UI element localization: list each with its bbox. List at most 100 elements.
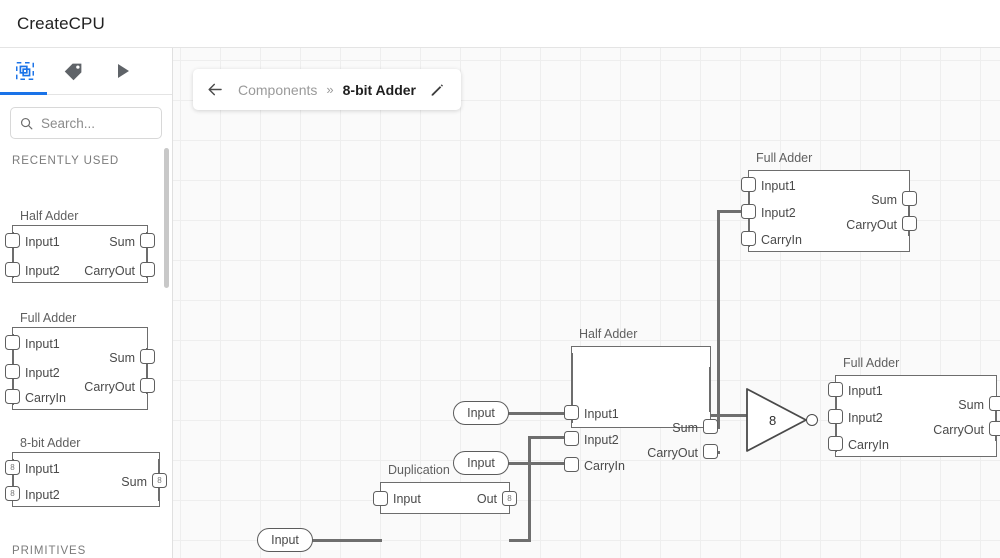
port-input1[interactable] bbox=[5, 233, 20, 248]
sidebar: RECENTLY USED Half Adder Input1 Input2 S… bbox=[0, 48, 173, 558]
component-box[interactable]: Input1 Input2 Sum CarryOut bbox=[5, 225, 155, 283]
schematic-canvas[interactable]: Components » 8-bit Adder bbox=[173, 48, 1000, 558]
search-input[interactable] bbox=[41, 115, 151, 131]
port-input2[interactable] bbox=[741, 204, 756, 219]
port-label: Input2 bbox=[25, 264, 60, 278]
input-pill-2[interactable]: Input bbox=[453, 451, 509, 475]
port-rail bbox=[146, 232, 148, 278]
wire-segment bbox=[528, 436, 531, 541]
component-box[interactable]: Input1 Input2 CarryIn Sum CarryOut bbox=[564, 346, 718, 473]
input-pill-3[interactable]: Input bbox=[257, 528, 313, 552]
port-label: Sum bbox=[121, 475, 147, 489]
arrow-left-icon bbox=[208, 83, 222, 96]
palette-item-title: Half Adder bbox=[20, 209, 79, 223]
port-rail bbox=[571, 353, 573, 423]
port-sum[interactable] bbox=[989, 396, 1000, 411]
run-tab[interactable] bbox=[98, 48, 147, 95]
port-input1[interactable] bbox=[828, 382, 843, 397]
port-input2[interactable] bbox=[5, 364, 20, 379]
port-input2[interactable] bbox=[5, 262, 20, 277]
port-input2[interactable] bbox=[564, 431, 579, 446]
component-box[interactable]: Input1 Input2 CarryIn Sum CarryOut bbox=[828, 375, 1000, 457]
active-tab-indicator bbox=[0, 92, 47, 95]
breadcrumb-current: 8-bit Adder bbox=[342, 81, 416, 98]
wire-segment bbox=[717, 210, 753, 213]
node-full-adder-right[interactable]: Full Adder Input1 Input2 CarryIn Sum Car… bbox=[828, 356, 1000, 457]
port-rail bbox=[908, 191, 910, 236]
port-input1[interactable] bbox=[5, 335, 20, 350]
section-primitives: PRIMITIVES bbox=[12, 545, 87, 557]
port-label: Input1 bbox=[584, 407, 619, 421]
port-rail bbox=[709, 367, 711, 412]
port-label: CarryOut bbox=[84, 380, 135, 394]
sidebar-scrollbar[interactable] bbox=[164, 148, 169, 288]
port-input1[interactable]: 8 bbox=[5, 460, 20, 475]
port-sum[interactable] bbox=[703, 419, 718, 434]
port-label: Input1 bbox=[25, 235, 60, 249]
wire-segment bbox=[312, 539, 382, 542]
not-gate-label: 8 bbox=[769, 413, 777, 428]
port-label: Sum bbox=[109, 235, 135, 249]
not-gate[interactable]: 8 bbox=[744, 385, 826, 455]
not-gate-bubble bbox=[806, 414, 818, 426]
node-title: Duplication bbox=[388, 463, 450, 477]
port-sum[interactable] bbox=[140, 233, 155, 248]
back-button[interactable] bbox=[206, 80, 225, 99]
port-label: CarryIn bbox=[761, 233, 802, 247]
port-label: CarryOut bbox=[647, 446, 698, 460]
component-box[interactable]: Input1 Input2 CarryIn Sum CarryOut bbox=[741, 170, 917, 252]
port-input2[interactable] bbox=[828, 409, 843, 424]
sidebar-tabs bbox=[0, 48, 172, 95]
port-label: Input1 bbox=[25, 462, 60, 476]
port-carryout[interactable] bbox=[902, 216, 917, 231]
port-carryin[interactable] bbox=[5, 389, 20, 404]
port-label: CarryIn bbox=[25, 391, 66, 405]
search-box[interactable] bbox=[10, 107, 162, 139]
port-carryin[interactable] bbox=[828, 436, 843, 451]
port-input1[interactable] bbox=[741, 177, 756, 192]
port-rail bbox=[12, 459, 14, 501]
component-box[interactable]: 8 Input1 8 Input2 8 Sum bbox=[5, 452, 167, 507]
component-box[interactable]: Input1 Input2 CarryIn Sum CarryOut bbox=[5, 327, 155, 410]
port-label: Input1 bbox=[761, 179, 796, 193]
palette-item-title: 8-bit Adder bbox=[20, 436, 81, 450]
port-label: Sum bbox=[672, 421, 698, 435]
port-input2[interactable]: 8 bbox=[5, 486, 20, 501]
port-carryin[interactable] bbox=[564, 457, 579, 472]
port-carryout[interactable] bbox=[140, 262, 155, 277]
rename-button[interactable] bbox=[429, 82, 445, 98]
port-carryout[interactable] bbox=[703, 444, 718, 459]
port-sum[interactable] bbox=[140, 349, 155, 364]
palette-item-full-adder[interactable]: Full Adder Input1 Input2 CarryIn Sum Car… bbox=[5, 311, 155, 410]
port-label: Input1 bbox=[25, 337, 60, 351]
port-label: CarryOut bbox=[933, 423, 984, 437]
node-duplication[interactable]: Duplication Input 8 Out bbox=[373, 463, 517, 514]
wire-segment bbox=[528, 436, 578, 439]
palette-item-8bit-adder[interactable]: 8-bit Adder 8 Input1 8 Input2 8 Sum bbox=[5, 436, 167, 507]
port-label: Input1 bbox=[848, 384, 883, 398]
labels-tab[interactable] bbox=[49, 48, 98, 95]
node-title: Full Adder bbox=[843, 356, 900, 370]
input-pill-1[interactable]: Input bbox=[453, 401, 509, 425]
pencil-icon bbox=[431, 83, 443, 96]
port-carryout[interactable] bbox=[140, 378, 155, 393]
port-label: CarryOut bbox=[84, 264, 135, 278]
port-sum[interactable] bbox=[902, 191, 917, 206]
node-title: Half Adder bbox=[579, 327, 638, 341]
port-label: Input2 bbox=[761, 206, 796, 220]
port-carryout[interactable] bbox=[989, 421, 1000, 436]
port-input1[interactable] bbox=[564, 405, 579, 420]
app-title: CreateCPU bbox=[17, 13, 105, 33]
palette-item-half-adder[interactable]: Half Adder Input1 Input2 Sum CarryOut bbox=[5, 209, 155, 283]
port-carryin[interactable] bbox=[741, 231, 756, 246]
component-box[interactable]: Input 8 Out bbox=[373, 482, 517, 514]
breadcrumb-separator: » bbox=[326, 82, 334, 97]
node-full-adder-top[interactable]: Full Adder Input1 Input2 CarryIn Sum Car… bbox=[741, 151, 917, 252]
port-out[interactable]: 8 bbox=[502, 491, 517, 506]
breadcrumb-parent[interactable]: Components bbox=[238, 81, 318, 98]
port-sum[interactable]: 8 bbox=[152, 473, 167, 488]
port-input[interactable] bbox=[373, 491, 388, 506]
components-tab[interactable] bbox=[0, 48, 49, 95]
port-label: CarryIn bbox=[584, 459, 625, 473]
node-half-adder[interactable]: Half Adder Input1 Input2 CarryIn Sum Car… bbox=[564, 327, 718, 473]
